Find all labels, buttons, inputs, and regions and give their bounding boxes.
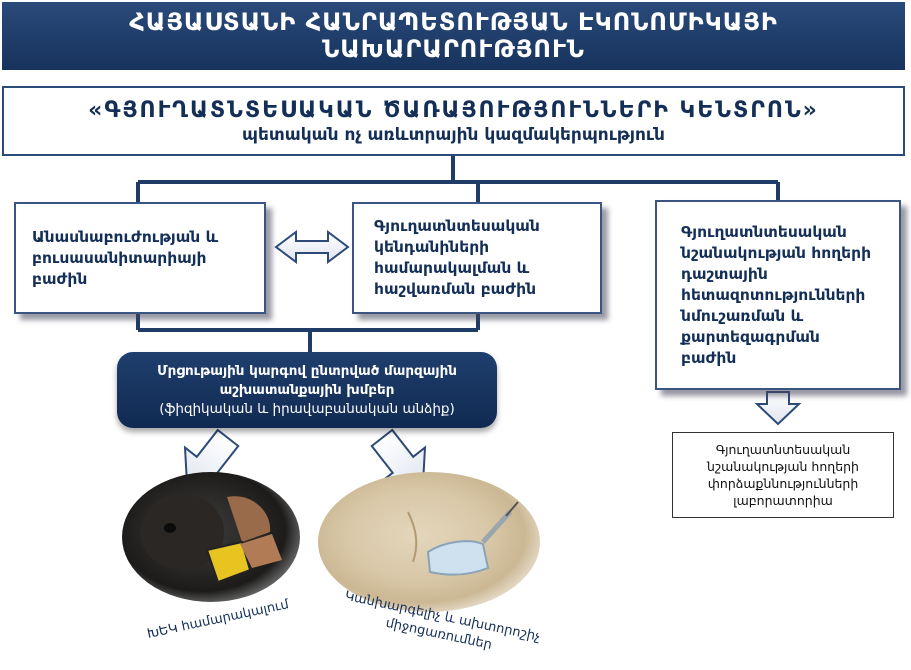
ministry-header: ՀԱՅԱՍՏԱՆԻ ՀԱՆՐԱՊԵՏՈՒԹՅԱՆ ԷԿՈՆՈՄԻԿԱՅԻ ՆԱԽ… [2, 2, 905, 70]
dept-animal-registration-line4: հաշվառման բաժին [374, 280, 537, 298]
groups-line2: աշխատանքային խմբեր [219, 381, 395, 398]
dept-veterinary-line2: բուսասանիտարիայի [32, 248, 207, 267]
groups-line1: Մրցութային կարգով ընտրված մարզային [157, 362, 457, 379]
dept-veterinary: Անասնաբուժության և բուսասանիտարիայի բաժի… [14, 202, 266, 314]
dept-animal-registration-line1: Գյուղատնտեսական [374, 217, 540, 235]
ear-tagging-photo [122, 472, 300, 602]
dept-soil-research: Գյուղատնտեսական նշանակության հողերի դաշտ… [655, 200, 901, 390]
connector-lines [136, 156, 780, 352]
dept-animal-registration: Գյուղատնտեսական կենդանիների համարակալման… [352, 202, 602, 314]
dept-veterinary-line1: Անասնաբուժության և [32, 227, 219, 246]
dept-soil-research-line5: նմուշառման և [681, 306, 804, 325]
center-subtitle: պետական ոչ առևտրային կազմակերպություն [242, 124, 665, 145]
lab-line2: նշանակության հողերի [707, 459, 859, 474]
ear-tagging-illustration [140, 494, 282, 584]
center-title: «ԳՅՈՒՂԱՏՆՏԵՍԱԿԱՆ ԾԱՌԱՅՈՒԹՅՈՒՆՆԵՐԻ ԿԵՆՏՐՈ… [88, 97, 819, 123]
lab-line4: լաբորատորիա [733, 493, 833, 508]
dept-soil-research-line4: հետազոտությունների [681, 285, 866, 304]
dept-animal-registration-line2: կենդանիների [374, 238, 490, 256]
dept-soil-research-line2: նշանակության հողերի [681, 243, 872, 262]
lab-line3: փորձաքննությունների [707, 476, 859, 491]
groups-line3: (ֆիզիկական և իրավաբանական անձիք) [159, 400, 455, 417]
injection-illustration [407, 501, 519, 576]
ministry-title-line2: ՆԱԽԱՐԱՐՈՒԹՅՈՒՆ [322, 35, 585, 63]
double-arrow-icon [274, 230, 350, 264]
ministry-title-line1: ՀԱՅԱՍՏԱՆԻ ՀԱՆՐԱՊԵՏՈՒԹՅԱՆ ԷԿՈՆՈՄԻԿԱՅԻ [129, 8, 778, 36]
injection-photo [318, 472, 540, 612]
dept-animal-registration-line3: համարակալման և [374, 259, 530, 277]
dept-soil-research-line6: քարտեզագրման [681, 327, 820, 346]
dept-veterinary-line3: բաժին [32, 269, 88, 288]
dept-soil-research-line7: բաժին [681, 348, 737, 367]
regional-working-groups: Մրցութային կարգով ընտրված մարզային աշխատ… [117, 352, 497, 428]
lab-line1: Գյուղատնտեսական [715, 442, 851, 457]
soil-laboratory: Գյուղատնտեսական նշանակության հողերի փորձ… [672, 432, 894, 518]
down-arrow-icon [754, 391, 802, 426]
center-box: «ԳՅՈՒՂԱՏՆՏԵՍԱԿԱՆ ԾԱՌԱՅՈՒԹՅՈՒՆՆԵՐԻ ԿԵՆՏՐՈ… [2, 86, 905, 156]
dept-soil-research-line1: Գյուղատնտեսական [681, 222, 847, 241]
dept-soil-research-line3: դաշտային [681, 264, 768, 283]
